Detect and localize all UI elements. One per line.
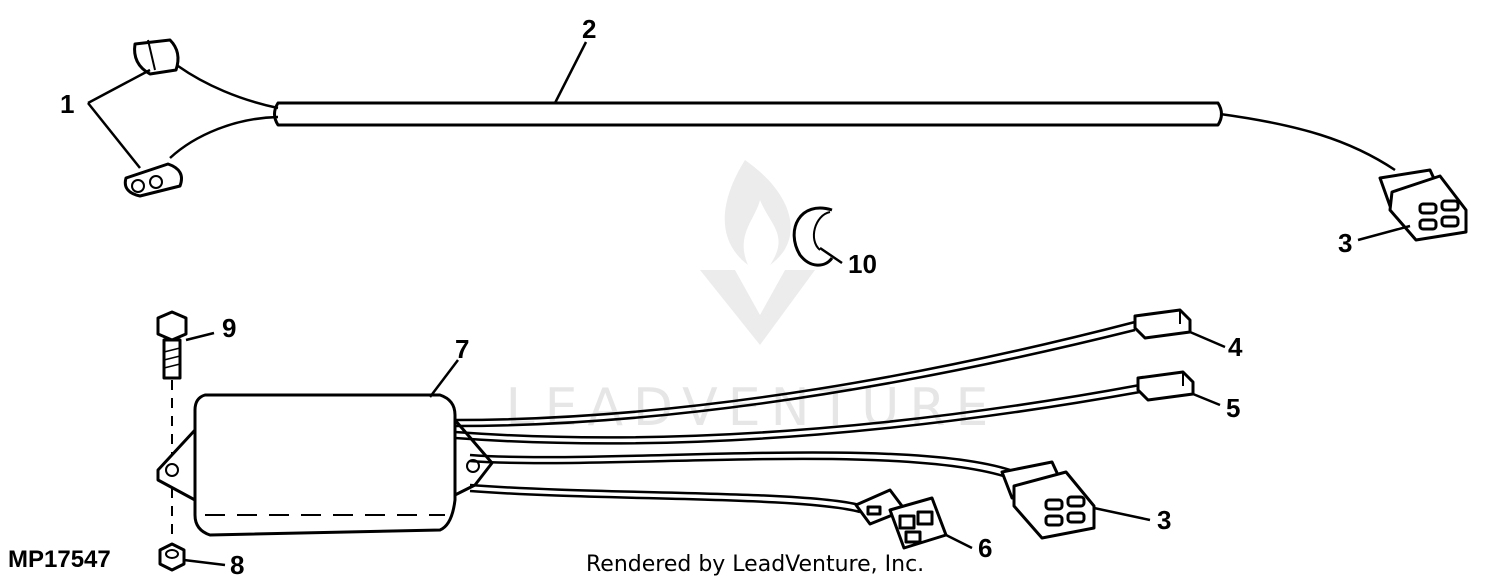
module-wire-to-6b [469,489,861,514]
callout-3-upper: 3 [1338,228,1352,258]
control-module [156,393,494,537]
module-wire-to-5b [454,390,1141,445]
multi-pin-connector-lower [1000,460,1096,540]
callout-4: 4 [1228,332,1243,362]
module-wire-to-5 [454,383,1141,439]
callout-10: 10 [848,249,877,279]
callout-6: 6 [978,533,992,563]
bullet-connector-upper [133,38,180,76]
credit-text: Rendered by LeadVenture, Inc. [586,552,924,577]
figure-id: MP17547 [8,546,111,573]
bolt [156,310,188,380]
callout-7: 7 [455,334,469,364]
callout-9: 9 [222,313,236,343]
multi-pin-connector-upper [1378,168,1468,242]
spade-terminal-5 [1136,370,1195,402]
module-wire-to-3 [469,451,1011,472]
callout-1: 1 [60,89,74,119]
callout-2: 2 [582,14,596,44]
module-wire-to-4b [454,328,1136,428]
harness-wire-lower [169,115,279,159]
hex-nut [158,542,186,572]
watermark-text: LEADVENTURE [506,378,999,438]
leader-lines [87,41,1411,567]
wiring-harness-sleeve [273,101,1223,127]
callout-8: 8 [230,550,244,580]
connector-block [854,488,948,550]
module-wire-to-4 [454,320,1136,422]
harness-wire-right [1219,112,1396,172]
callout-5: 5 [1226,393,1240,423]
watermark-logo-icon [700,160,815,345]
module-wire-to-6 [469,483,861,507]
spade-terminal-4 [1133,308,1192,340]
retaining-ring [792,206,834,267]
harness-wire-upper [177,64,279,110]
bullet-connector-lower [123,162,183,198]
module-wire-to-3b [469,457,1011,480]
callout-3-lower: 3 [1157,505,1171,535]
